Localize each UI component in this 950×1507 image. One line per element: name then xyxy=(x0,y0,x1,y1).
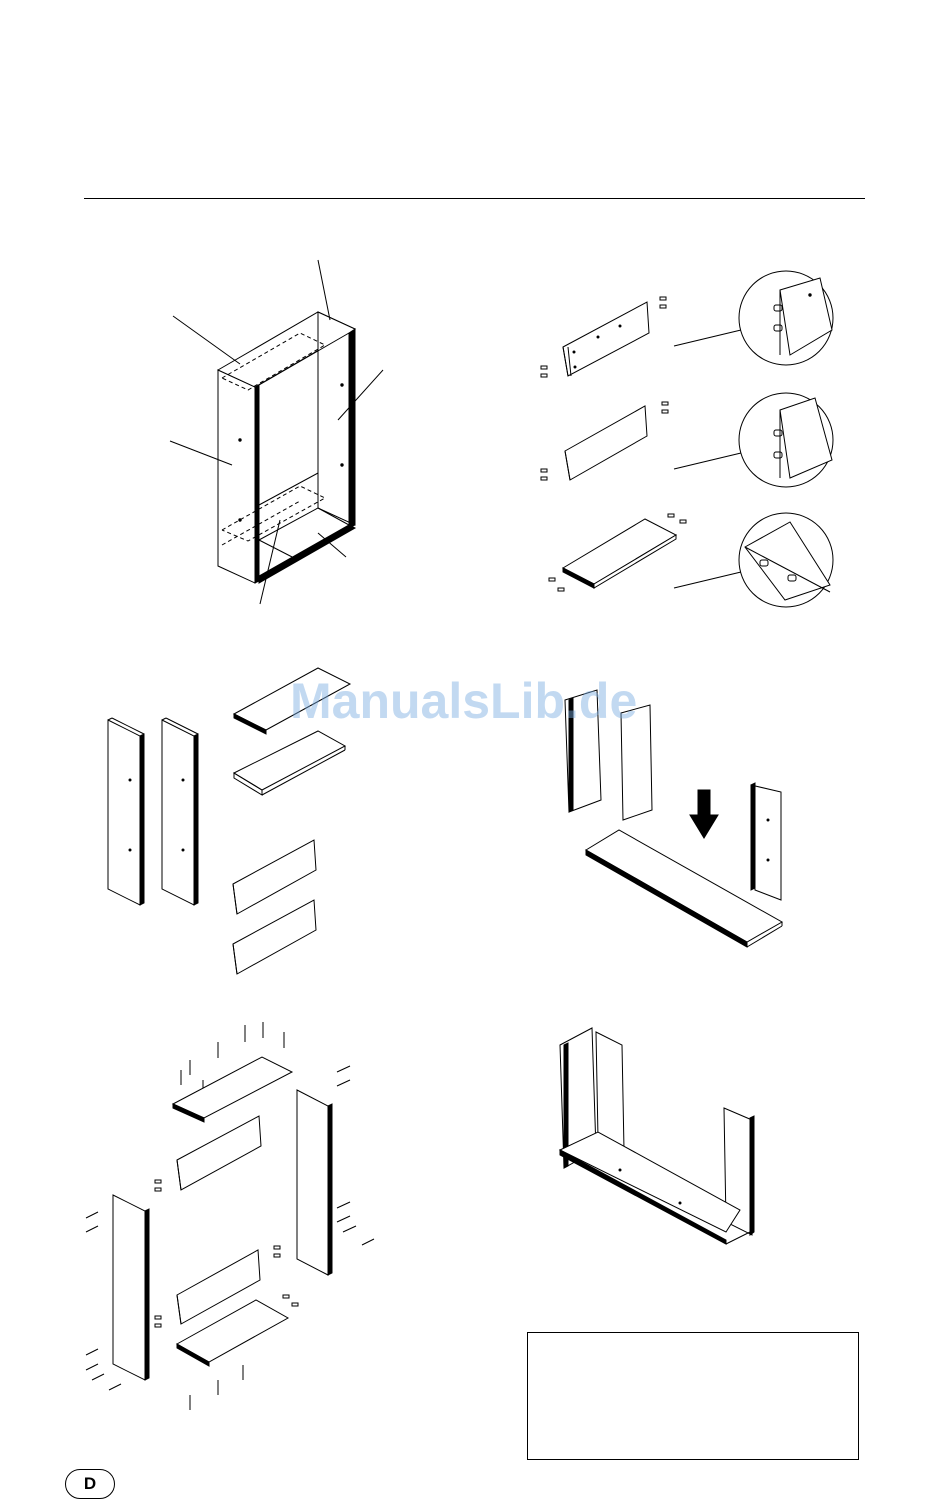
parts-overview-figure xyxy=(100,660,360,985)
header-rule xyxy=(84,198,865,199)
frame-assembled-figure xyxy=(555,1020,760,1250)
assembled-cabinet-figure xyxy=(160,255,400,610)
dowel-insertion-figure xyxy=(535,265,840,615)
note-box xyxy=(527,1332,859,1460)
exploded-assembly-figure xyxy=(80,1015,385,1415)
base-with-sides-figure xyxy=(560,685,790,950)
down-arrow-icon xyxy=(690,790,718,838)
language-badge: D xyxy=(65,1469,115,1499)
